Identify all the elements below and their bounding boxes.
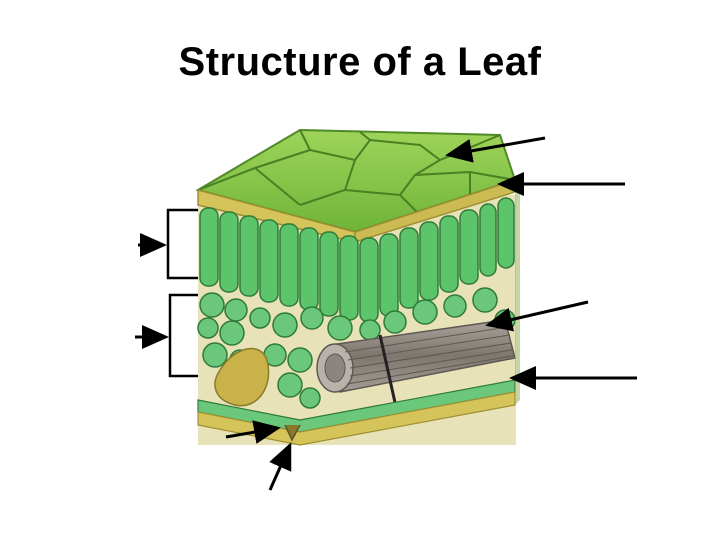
pointer-arrows	[135, 136, 637, 491]
left-brackets	[166, 208, 198, 378]
pointer-arrow-cuticle	[445, 136, 546, 163]
leaf-right-side	[515, 180, 520, 405]
palisade-layer	[199, 197, 515, 323]
page-title: Structure of a Leaf	[178, 40, 542, 84]
air-space	[214, 348, 270, 407]
palisade-bracket	[166, 208, 198, 280]
pointer-arrow-stoma	[268, 442, 292, 491]
pointer-arrow-vein	[485, 300, 589, 332]
spongy-bracket	[168, 293, 198, 378]
leaf-vein	[316, 319, 516, 426]
pointer-arrow-guard-cell	[225, 420, 281, 444]
